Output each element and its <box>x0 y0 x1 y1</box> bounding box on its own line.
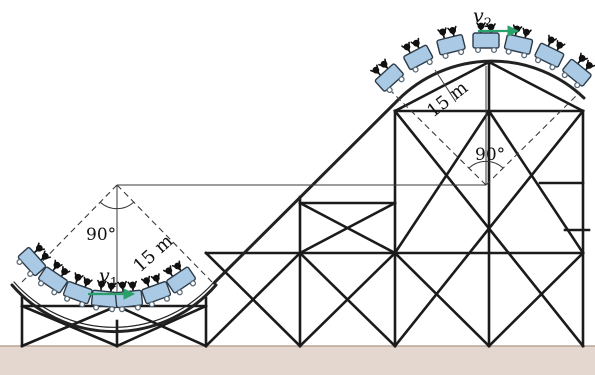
coaster-car-icon <box>370 58 405 94</box>
coaster-car-icon <box>401 37 434 73</box>
rider-hands-up-icon <box>401 41 412 55</box>
velocity-arrows <box>88 25 520 300</box>
rider-hands-up-icon <box>74 272 84 286</box>
coaster-car-icon <box>561 52 595 89</box>
rider-hands-up-icon <box>410 37 421 51</box>
right-radius-dashed-2 <box>485 91 581 186</box>
velocity-arrow-icon <box>478 25 520 37</box>
coaster-car-icon <box>140 273 172 308</box>
rider-hands-up-icon <box>127 280 137 293</box>
rider-hands-up-icon <box>32 242 46 255</box>
coaster-car-icon <box>436 25 466 59</box>
angle-label-right: 90° <box>475 145 505 165</box>
velocity-arrow-icon <box>88 288 136 300</box>
rider-hands-up-icon <box>59 266 71 279</box>
angle-label-left: 90° <box>86 225 116 245</box>
coaster-car-icon <box>534 34 566 71</box>
rider-hands-up-icon <box>447 25 457 39</box>
coaster-car-icon <box>503 24 534 59</box>
angle-arc-left <box>99 201 135 210</box>
v1-subscript: 1 <box>110 276 118 291</box>
coaster-car-icon <box>62 272 93 308</box>
support-structure <box>20 60 591 348</box>
angle-arcs <box>99 160 504 210</box>
coaster-car-icon <box>472 22 500 54</box>
coaster-car-icon <box>16 242 51 277</box>
rider-hands-up-icon <box>117 280 127 294</box>
v2-subscript: 2 <box>484 16 492 31</box>
coaster-cars <box>16 22 595 313</box>
ground <box>0 346 595 375</box>
coaster-car-icon <box>163 260 197 296</box>
v1-symbol: v <box>99 265 110 287</box>
angle-arc-right <box>468 160 504 169</box>
right-radius-leader <box>434 69 457 103</box>
coaster-track <box>10 59 586 334</box>
velocity-label-v1: v1 <box>99 265 118 291</box>
rider-hands-up-icon <box>106 281 117 294</box>
rider-hands-up-icon <box>546 34 557 48</box>
rider-hands-up-icon <box>576 52 588 66</box>
rider-hands-up-icon <box>163 265 175 279</box>
left-radius-dashed-2 <box>116 184 213 283</box>
velocity-label-v2: v2 <box>473 5 492 31</box>
coaster-car-icon <box>37 259 71 296</box>
v2-symbol: v <box>473 5 484 27</box>
right-radius-dashed <box>391 91 487 186</box>
